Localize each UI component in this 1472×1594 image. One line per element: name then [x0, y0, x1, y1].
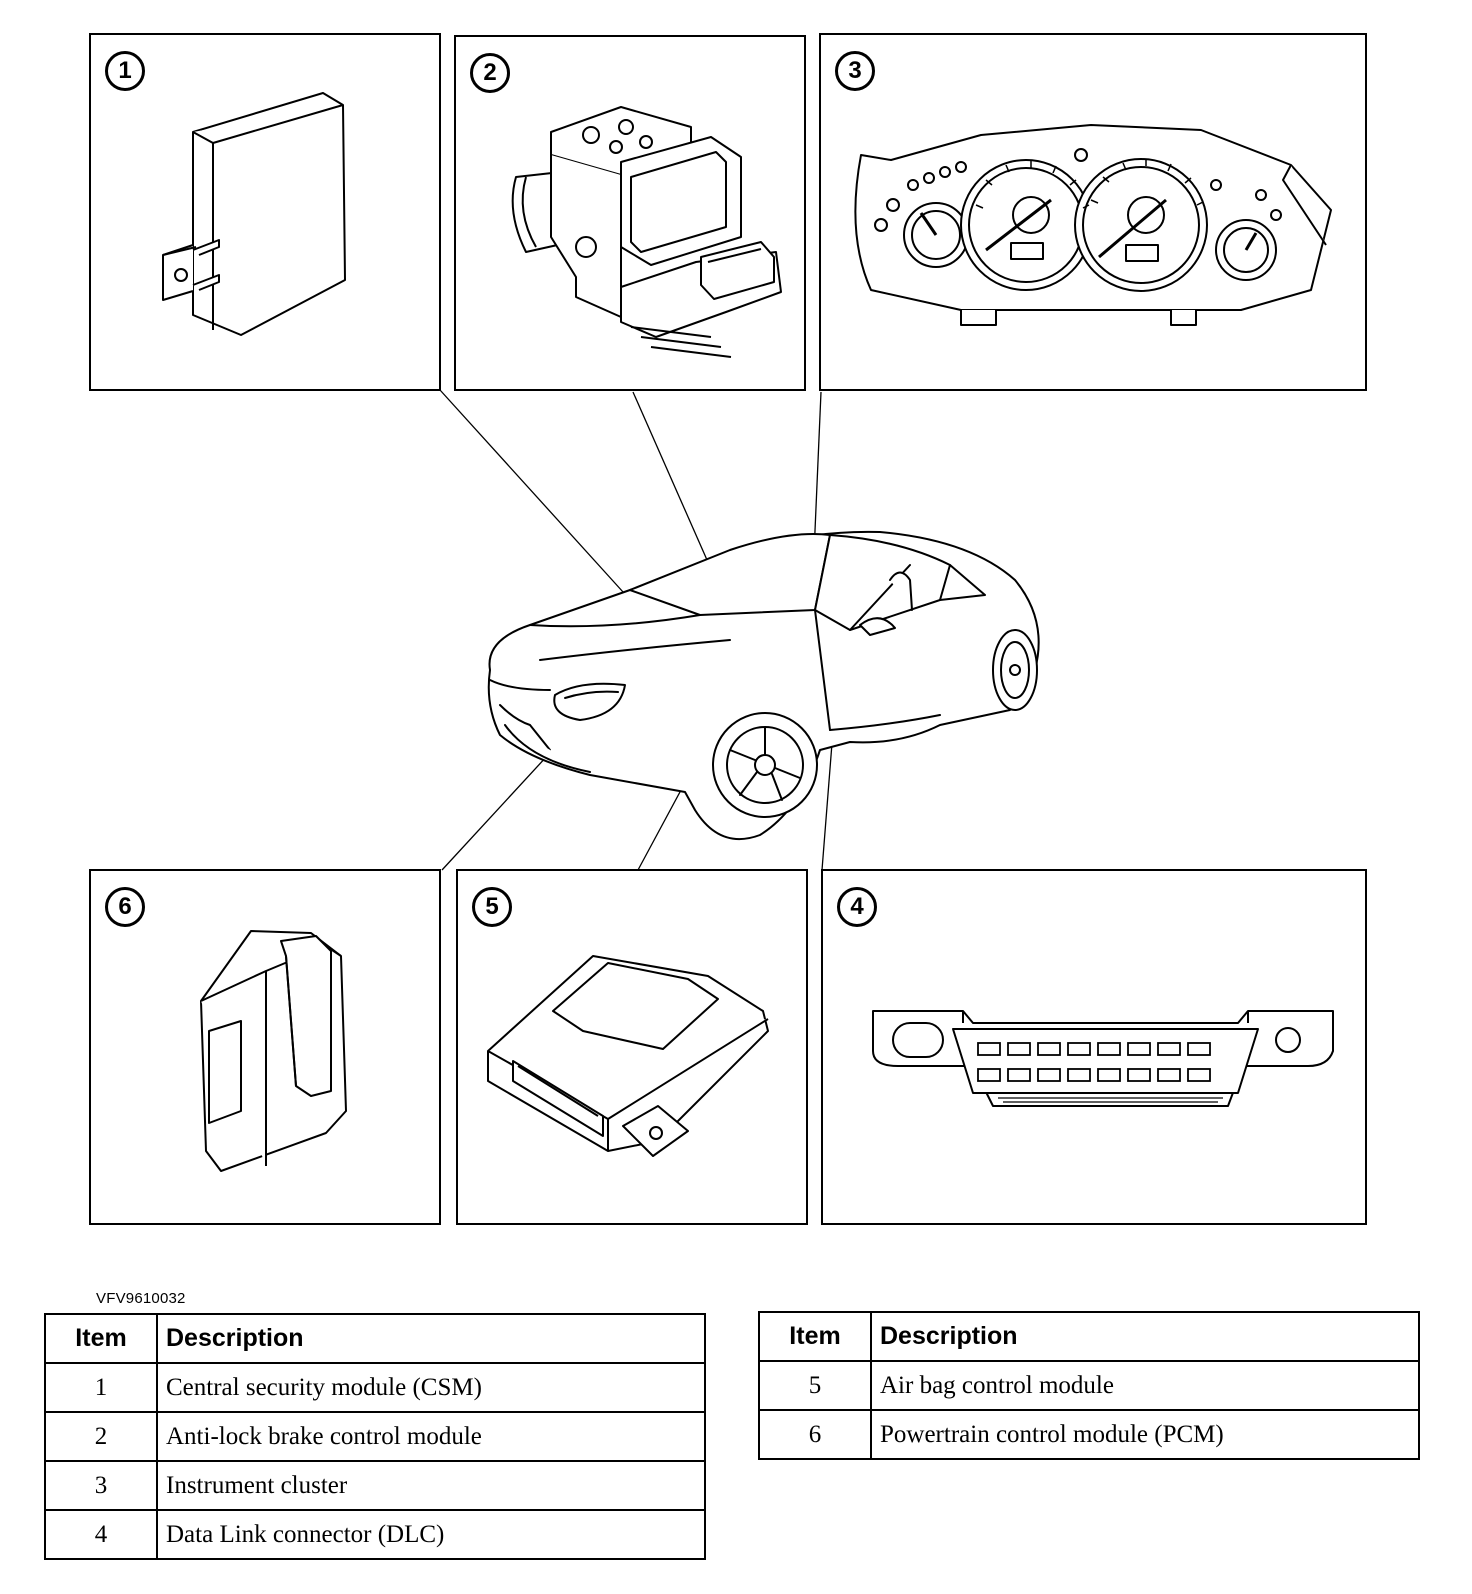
table-row: 3 Instrument cluster [44, 1460, 706, 1511]
table-row: 1 Central security module (CSM) [44, 1362, 706, 1413]
figure-code: VFV9610032 [96, 1290, 186, 1307]
table-row: 4 Data Link connector (DLC) [44, 1509, 706, 1560]
panel-1: 1 [89, 33, 441, 391]
item-number: 5 [758, 1360, 872, 1411]
header-description: Description [156, 1313, 706, 1364]
item-number: 4 [44, 1509, 158, 1560]
panel-5: 5 [456, 869, 808, 1225]
item-description: Data Link connector (DLC) [156, 1509, 706, 1560]
data-link-connector-illustration [872, 1010, 1334, 1107]
header-description: Description [870, 1311, 1420, 1362]
central-security-module-illustration [162, 92, 346, 336]
item-description: Air bag control module [870, 1360, 1420, 1411]
air-bag-module-illustration [487, 955, 769, 1157]
item-number: 2 [44, 1411, 158, 1462]
panel-4: 4 [821, 869, 1367, 1225]
item-description: Instrument cluster [156, 1460, 706, 1511]
panel-1-number-badge: 1 [105, 51, 145, 91]
item-description: Powertrain control module (PCM) [870, 1409, 1420, 1460]
instrument-cluster-illustration [854, 124, 1332, 326]
panel-4-number-badge: 4 [837, 887, 877, 927]
header-item: Item [758, 1311, 872, 1362]
panel-3-number-badge: 3 [835, 51, 875, 91]
item-number: 1 [44, 1362, 158, 1413]
table-header-row: Item Description [758, 1311, 1420, 1362]
table-row: 5 Air bag control module [758, 1360, 1420, 1411]
table-row: 6 Powertrain control module (PCM) [758, 1409, 1420, 1460]
table-row: 2 Anti-lock brake control module [44, 1411, 706, 1462]
header-item: Item [44, 1313, 158, 1364]
table-header-row: Item Description [44, 1313, 706, 1364]
item-description: Anti-lock brake control module [156, 1411, 706, 1462]
item-number: 6 [758, 1409, 872, 1460]
powertrain-control-module-illustration [200, 930, 347, 1172]
panel-2-number-badge: 2 [470, 53, 510, 93]
panel-5-number-badge: 5 [472, 887, 512, 927]
panel-3: 3 [819, 33, 1367, 391]
item-number: 3 [44, 1460, 158, 1511]
legend-table-1: Item Description 1 Central security modu… [44, 1313, 706, 1560]
anti-lock-brake-module-illustration [511, 106, 782, 358]
legend-table-2: Item Description 5 Air bag control modul… [758, 1311, 1420, 1460]
panel-2: 2 [454, 35, 806, 391]
item-description: Central security module (CSM) [156, 1362, 706, 1413]
vehicle-illustration [487, 530, 1040, 841]
panel-6: 6 [89, 869, 441, 1225]
panel-6-number-badge: 6 [105, 887, 145, 927]
